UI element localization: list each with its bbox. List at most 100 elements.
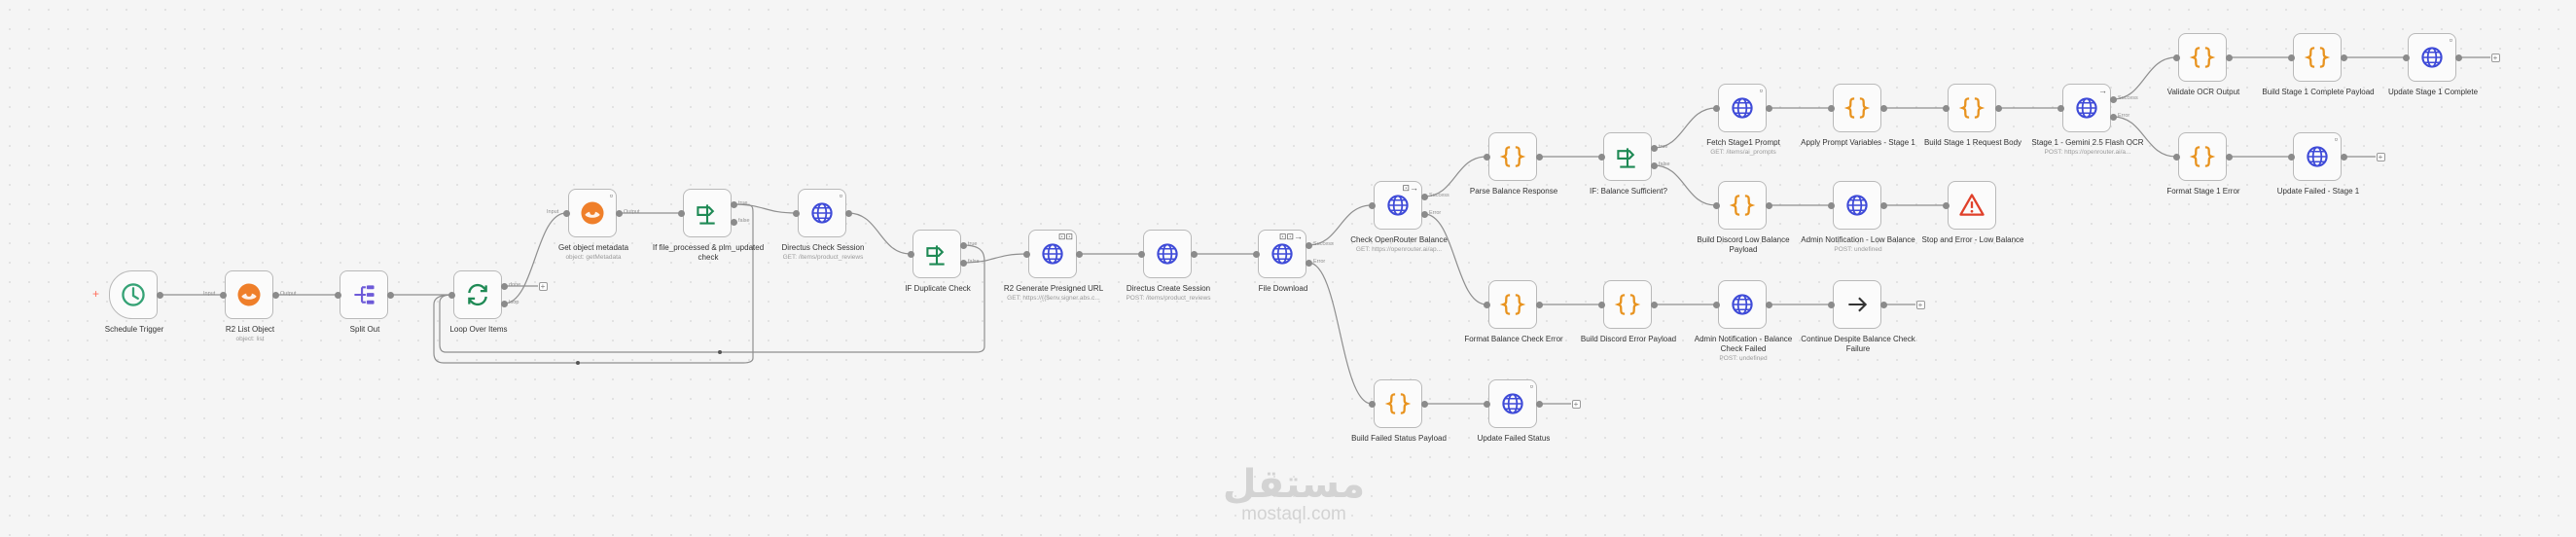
add-node-button[interactable]: +: [1571, 399, 1581, 409]
input-port[interactable]: [219, 291, 227, 299]
node-split[interactable]: Split Out: [340, 270, 388, 334]
node-buildfailedstatus[interactable]: Build Failed Status Payload: [1351, 379, 1447, 443]
output-port-false[interactable]: [1650, 161, 1658, 169]
output-port[interactable]: [1190, 250, 1198, 258]
output-port-error[interactable]: [2109, 113, 2117, 121]
output-port-true[interactable]: [959, 241, 967, 249]
node-ifdup[interactable]: IF Duplicate Check: [905, 230, 971, 293]
output-port[interactable]: [1075, 250, 1083, 258]
output-port[interactable]: [1765, 104, 1772, 112]
output-port-false[interactable]: [730, 218, 737, 226]
output-port-error[interactable]: [1305, 259, 1312, 267]
output-port[interactable]: [1535, 153, 1543, 161]
input-port[interactable]: [2287, 153, 2295, 161]
input-port[interactable]: [447, 291, 455, 299]
output-port[interactable]: [844, 209, 852, 217]
input-port[interactable]: [1483, 400, 1490, 408]
node-formaterr[interactable]: Format Stage 1 Error: [2166, 132, 2240, 196]
output-port-true[interactable]: [730, 200, 737, 208]
input-port[interactable]: [1712, 104, 1720, 112]
output-port[interactable]: [1420, 400, 1428, 408]
node-parsebal[interactable]: Parse Balance Response: [1470, 132, 1557, 196]
output-port[interactable]: [2225, 153, 2233, 161]
output-port[interactable]: [2340, 153, 2347, 161]
input-port[interactable]: [2057, 104, 2064, 112]
output-port[interactable]: [1765, 201, 1772, 209]
output-port-loop[interactable]: [500, 300, 508, 307]
input-port[interactable]: [2172, 54, 2180, 61]
output-port[interactable]: [1535, 301, 1543, 308]
node-buildcomplete[interactable]: Build Stage 1 Complete Payload: [2262, 33, 2375, 96]
input-port[interactable]: [1827, 104, 1835, 112]
add-node-button[interactable]: +: [538, 281, 548, 291]
input-port[interactable]: [1137, 250, 1145, 258]
node-buildreq[interactable]: Build Stage 1 Request Body: [1924, 84, 2021, 147]
input-port[interactable]: [1022, 250, 1030, 258]
output-port[interactable]: [1879, 201, 1887, 209]
input-port[interactable]: [1942, 104, 1950, 112]
output-port[interactable]: [271, 291, 279, 299]
node-filedl[interactable]: ⊡⊡→File Download: [1258, 230, 1307, 293]
add-node-button[interactable]: +: [2376, 152, 2385, 161]
output-port[interactable]: [1765, 301, 1772, 308]
output-port[interactable]: [156, 291, 163, 299]
node-updatefailedstatus[interactable]: ▫Update Failed Status: [1478, 379, 1550, 443]
node-continue[interactable]: Continue Despite Balance Check Failure: [1801, 280, 1915, 353]
input-port[interactable]: [1827, 201, 1835, 209]
input-port[interactable]: [1368, 400, 1376, 408]
node-schedule[interactable]: Schedule Trigger: [105, 270, 163, 334]
input-port[interactable]: [1712, 301, 1720, 308]
node-updatecomplete[interactable]: ▫Update Stage 1 Complete: [2388, 33, 2478, 96]
output-port[interactable]: [1994, 104, 2002, 112]
output-port-success[interactable]: [1305, 241, 1312, 249]
input-port[interactable]: [1597, 153, 1605, 161]
output-port[interactable]: [386, 291, 394, 299]
input-port[interactable]: [1252, 250, 1260, 258]
output-port[interactable]: [1879, 301, 1887, 308]
input-port[interactable]: [1483, 301, 1490, 308]
output-port[interactable]: [1535, 400, 1543, 408]
input-port[interactable]: [1368, 201, 1376, 209]
output-port-done[interactable]: [500, 282, 508, 290]
input-port[interactable]: [1597, 301, 1605, 308]
input-port[interactable]: [1942, 201, 1950, 209]
output-port-false[interactable]: [959, 259, 967, 267]
input-port[interactable]: [2402, 54, 2410, 61]
node-builddiscorderr[interactable]: Build Discord Error Payload: [1581, 280, 1676, 343]
input-port[interactable]: [2172, 153, 2180, 161]
node-loop[interactable]: Loop Over Items: [449, 270, 508, 334]
output-port[interactable]: [2340, 54, 2347, 61]
output-port[interactable]: [615, 209, 623, 217]
node-builddiscordlow[interactable]: Build Discord Low Balance Payload: [1697, 181, 1790, 254]
output-port-true[interactable]: [1650, 144, 1658, 152]
node-stoperr[interactable]: Stop and Error - Low Balance: [1922, 181, 2023, 244]
add-node-button[interactable]: +: [2490, 53, 2500, 62]
input-port[interactable]: [1827, 301, 1835, 308]
node-adminfailed[interactable]: Admin Notification - Balance Check Faile…: [1695, 280, 1792, 362]
node-updatefailed[interactable]: ▫Update Failed - Stage 1: [2277, 132, 2359, 196]
output-port-success[interactable]: [1420, 193, 1428, 200]
output-port[interactable]: [1650, 301, 1658, 308]
output-port[interactable]: [2225, 54, 2233, 61]
input-port[interactable]: [907, 250, 914, 258]
add-trigger-icon[interactable]: +: [92, 287, 100, 301]
node-ifbal[interactable]: IF: Balance Sufficient?: [1590, 132, 1667, 196]
input-port[interactable]: [1712, 201, 1720, 209]
output-port-error[interactable]: [1420, 210, 1428, 218]
node-formatbalerr[interactable]: Format Balance Check Error: [1464, 280, 1563, 343]
input-port[interactable]: [1483, 153, 1490, 161]
node-iffile[interactable]: If file_processed & plm_updated check: [653, 189, 764, 262]
input-port[interactable]: [2287, 54, 2295, 61]
output-port[interactable]: [2454, 54, 2462, 61]
input-port[interactable]: [562, 209, 570, 217]
output-port[interactable]: [1879, 104, 1887, 112]
